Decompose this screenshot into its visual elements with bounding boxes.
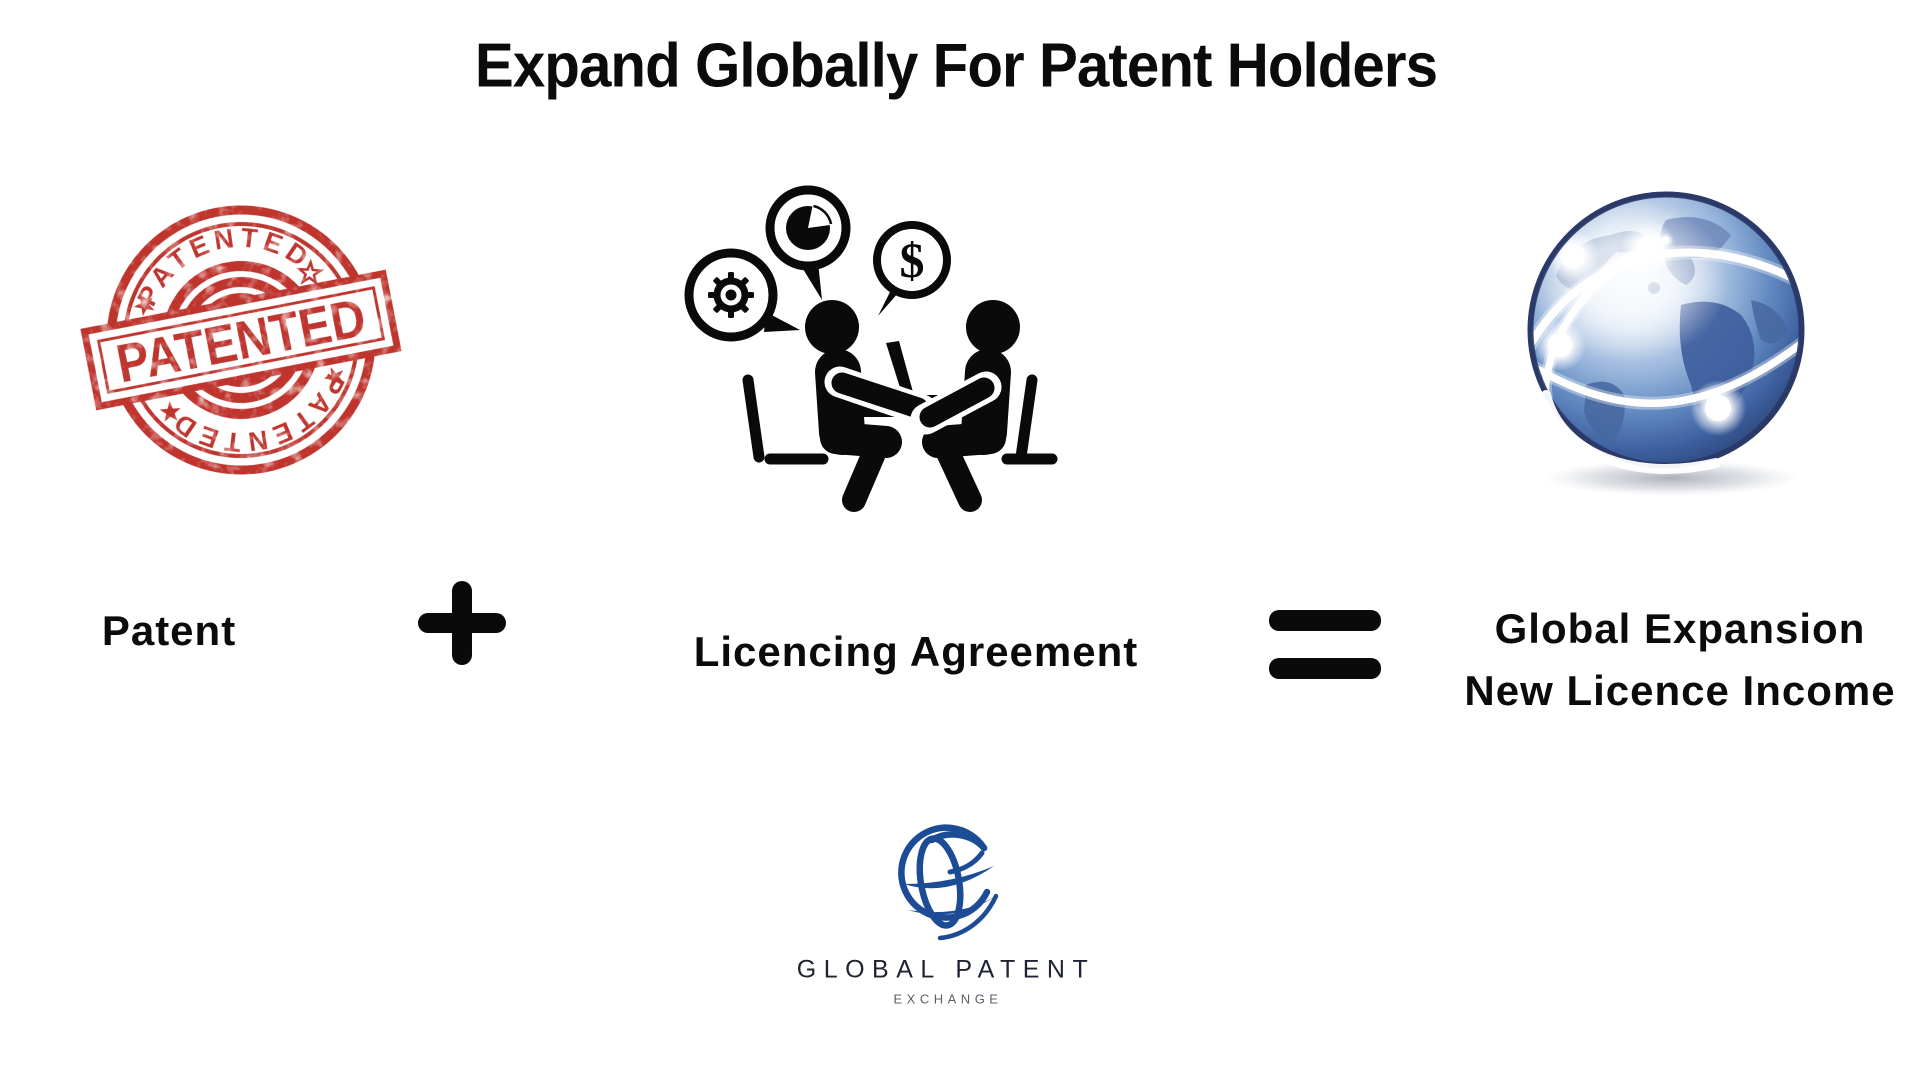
bubble-tail (800, 262, 822, 300)
gear-bubble (684, 248, 778, 342)
pie-chart-icon (786, 204, 833, 250)
gear-icon (708, 272, 754, 318)
person-right (910, 300, 1020, 512)
dollar-bubble: $ (873, 221, 951, 299)
network-globe (1516, 180, 1816, 500)
licensing-meeting-illustration: $ (680, 180, 1100, 530)
licensing-label: Licencing Agreement (693, 628, 1139, 675)
chairs (742, 374, 1058, 465)
dollar-icon: $ (900, 232, 925, 288)
globe-shadow (1543, 460, 1799, 496)
logo-name: GLOBAL PATENT (796, 955, 1096, 984)
patent-label: Patent (101, 607, 237, 654)
logo-tagline: EXCHANGE (893, 991, 1003, 1007)
equals-icon: = (1269, 610, 1381, 680)
pie-chart-bubble (765, 185, 851, 271)
globe-continents (1532, 198, 1800, 464)
result-label-line1: Global Expansion (1494, 605, 1866, 652)
logo-globe-icon (888, 818, 1008, 950)
person-left (805, 300, 938, 512)
patented-stamp: PATENTED PATENTED PATENTED (80, 195, 402, 490)
bubble-tail (764, 312, 800, 332)
stamp-artwork: PATENTED PATENTED PATENTED (80, 203, 402, 477)
page-title: Expand Globally For Patent Holders (474, 31, 1438, 101)
plus-icon: + (412, 573, 512, 673)
result-label-line2: New Licence Income (1464, 667, 1896, 714)
rim-swoosh (1541, 390, 1721, 474)
